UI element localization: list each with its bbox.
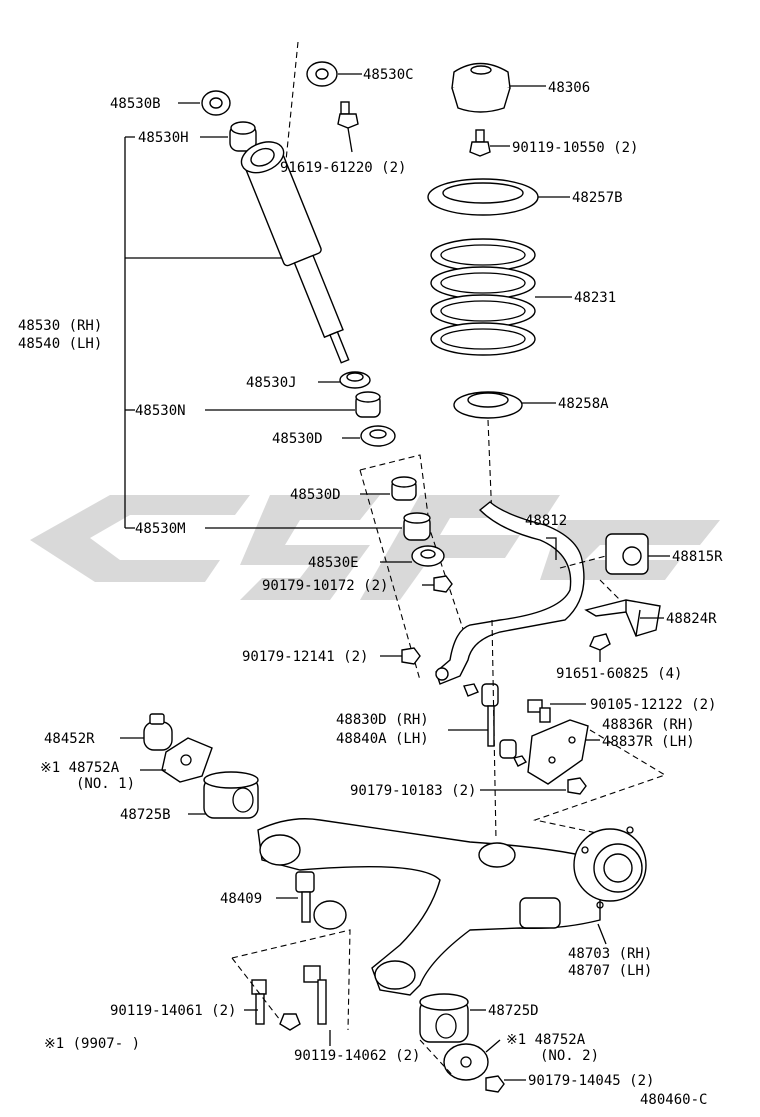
label-48452R: 48452R — [44, 731, 95, 747]
label-48306: 48306 — [548, 80, 590, 96]
label-48703-rh: 48703 (RH) — [568, 946, 652, 962]
label-48837R: 48837R (LH) — [602, 734, 695, 750]
label-48530D-lower: 48530D — [290, 487, 341, 503]
label-48258A: 48258A — [558, 396, 609, 412]
label-48812: 48812 — [525, 513, 567, 529]
label-90179-10172: 90179-10172 (2) — [262, 578, 388, 594]
label-48725D: 48725D — [488, 1003, 539, 1019]
label-48530M: 48530M — [135, 521, 186, 537]
label-48530B: 48530B — [110, 96, 161, 112]
label-90105-12122: 90105-12122 (2) — [590, 697, 716, 713]
label-48530D-upper: 48530D — [272, 431, 323, 447]
label-48824R: 48824R — [666, 611, 717, 627]
label-48530E: 48530E — [308, 555, 359, 571]
label-48409: 48409 — [220, 891, 262, 907]
label-48752A-no2: ※1 48752A — [506, 1032, 586, 1048]
spring-group — [427, 62, 572, 521]
label-90179-14045: 90179-14045 (2) — [528, 1073, 654, 1089]
lower-arm-group — [120, 713, 647, 1093]
label-48231: 48231 — [574, 290, 616, 306]
stabilizer-group — [380, 501, 670, 841]
label-91619-61220: 91619-61220 (2) — [280, 160, 406, 176]
label-48540-lh: 48540 (LH) — [18, 336, 102, 352]
label-90119-14062: 90119-14062 (2) — [294, 1048, 420, 1064]
shock-absorber-group — [124, 41, 471, 681]
label-48752A-no1-sub: (NO. 1) — [76, 776, 135, 792]
label-90119-14061: 90119-14061 (2) — [110, 1003, 236, 1019]
label-91651-60825: 91651-60825 (4) — [556, 666, 682, 682]
label-9907-note: ※1 (9907- ) — [44, 1036, 140, 1052]
label-48530-rh: 48530 (RH) — [18, 318, 102, 334]
part-labels: 48530C 48306 48530B 48530H 90119-10550 (… — [18, 67, 723, 1108]
label-48707-lh: 48707 (LH) — [568, 963, 652, 979]
label-diagram-code: 480460-C — [640, 1092, 707, 1108]
label-90179-10183: 90179-10183 (2) — [350, 783, 476, 799]
label-48815R: 48815R — [672, 549, 723, 565]
label-48530J: 48530J — [246, 375, 297, 391]
label-48840A: 48840A (LH) — [336, 731, 429, 747]
label-48836R: 48836R (RH) — [602, 717, 695, 733]
label-48530N: 48530N — [135, 403, 186, 419]
label-48752A-no1: ※1 48752A — [40, 760, 120, 776]
label-48752A-no2-sub: (NO. 2) — [540, 1048, 599, 1064]
label-48530H: 48530H — [138, 130, 189, 146]
label-90119-10550: 90119-10550 (2) — [512, 140, 638, 156]
label-48830D: 48830D (RH) — [336, 712, 429, 728]
label-48530C: 48530C — [363, 67, 414, 83]
label-48257B: 48257B — [572, 190, 623, 206]
label-48725B: 48725B — [120, 807, 171, 823]
label-90179-12141: 90179-12141 (2) — [242, 649, 368, 665]
